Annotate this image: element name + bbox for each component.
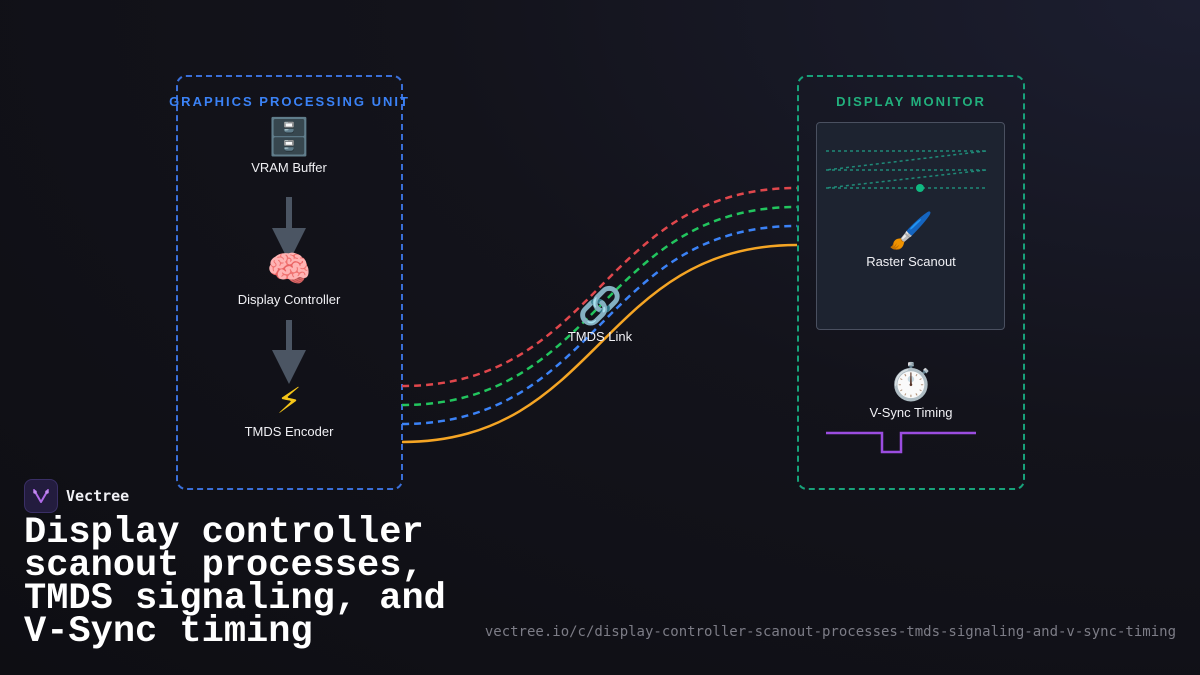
lightning-icon: ⚡ [276,381,302,422]
vsync-timing-label: V-Sync Timing [869,405,953,420]
brand-name: Vectree [66,487,130,505]
tmds-lane-clock [401,243,798,444]
page-headline: Display controller scanout processes, TM… [24,512,446,653]
display-controller-node: 🧠 Display Controller [219,249,359,308]
arrow-controller-to-encoder [272,320,306,384]
brain-icon: 🧠 [266,249,312,290]
tmds-lane-green [401,205,798,407]
source-url[interactable]: vectree.io/c/display-controller-scanout-… [484,624,1176,640]
display-controller-label: Display Controller [237,292,341,307]
vram-buffer-node: 🗄️ VRAM Buffer [229,117,349,176]
gpu-panel-title: GRAPHICS PROCESSING UNIT [169,94,410,109]
raster-beam-dot [916,184,924,192]
vsync-pulse-waveform [826,431,976,454]
file-cabinet-icon: 🗄️ [266,117,312,158]
tmds-encoder-label: TMDS Encoder [244,424,334,439]
stopwatch-icon: ⏱️ [888,362,934,403]
tmds-lane-blue [401,224,798,426]
link-icon: 🔗 [577,286,623,327]
tmds-link-label: TMDS Link [567,329,633,344]
raster-scanout-node: 🖌️ Raster Scanout [851,211,971,270]
raster-scanout-label: Raster Scanout [866,254,956,269]
vram-buffer-label: VRAM Buffer [251,160,327,175]
tmds-lane-red [401,186,798,388]
gpu-panel: GRAPHICS PROCESSING UNIT [169,75,408,490]
monitor-screen [816,122,1005,330]
brand: Vectree [24,479,129,513]
paintbrush-icon: 🖌️ [888,211,934,252]
vectree-logo-icon [24,479,58,513]
monitor-panel-title: DISPLAY MONITOR [836,94,986,109]
monitor-panel: DISPLAY MONITOR [797,75,1025,490]
raster-scan-lines [825,150,987,189]
arrow-vram-to-controller [272,197,306,262]
vsync-timing-node: ⏱️ V-Sync Timing [851,362,971,421]
tmds-link-node: 🔗 TMDS Link [550,286,650,345]
tmds-encoder-node: ⚡ TMDS Encoder [229,381,349,440]
